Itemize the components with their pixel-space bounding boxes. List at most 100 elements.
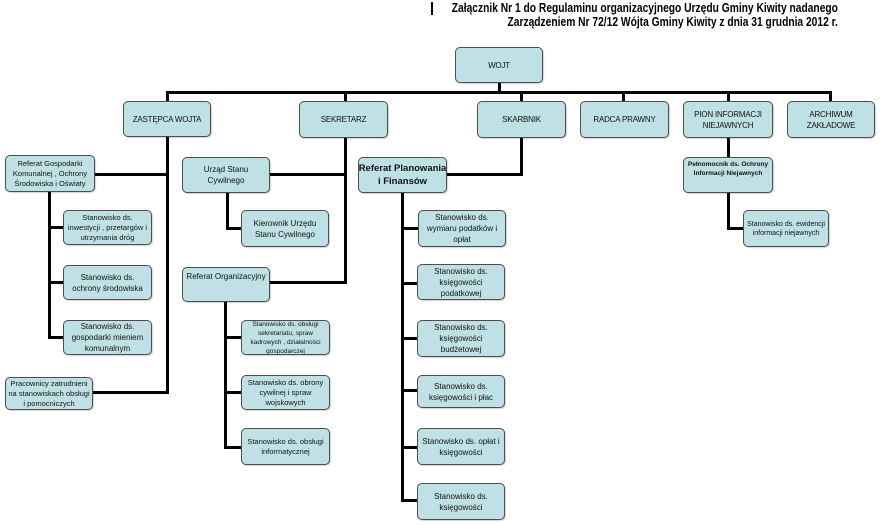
connector-line bbox=[727, 92, 730, 102]
node-label-line: SKARBNIK bbox=[502, 115, 541, 124]
connector-line bbox=[401, 282, 418, 285]
connector-line bbox=[829, 92, 832, 102]
node-label-line: Stanowisko ds. opłat i bbox=[422, 436, 500, 446]
node-label-line: Stanowisko ds. bbox=[80, 272, 135, 282]
node-label-line: Stanowisko ds. obrony bbox=[247, 377, 324, 387]
node-label-line: Referat Organizacyjny bbox=[186, 272, 266, 281]
node-label-line: i pomocniczych bbox=[23, 398, 75, 408]
node-label-line: Cywilnego bbox=[207, 176, 245, 185]
node-label-line: Stanowisko ds. bbox=[82, 212, 133, 222]
node-st-ochrony-srodowiska[interactable]: Stanowisko ds.ochrony środowiska bbox=[63, 265, 152, 300]
node-label-line: komunalnym bbox=[84, 344, 131, 353]
connector-line bbox=[622, 92, 625, 102]
node-label-line: budżetowej bbox=[440, 345, 482, 354]
connector-line bbox=[224, 446, 242, 449]
connector-line bbox=[401, 192, 404, 502]
node-label-line: informacji niejawnych bbox=[752, 229, 820, 237]
connector-line bbox=[401, 446, 418, 449]
node-label-line: PION INFORMACJI bbox=[694, 109, 762, 119]
node-label-line: Komunalnej , Ochrony bbox=[12, 168, 88, 178]
connector-line bbox=[94, 173, 168, 176]
connector-line bbox=[48, 191, 51, 339]
node-label-line: Stanowisko ds. bbox=[434, 381, 488, 391]
node-zastepca-wojta[interactable]: ZASTĘPCA WOJTA bbox=[123, 101, 211, 137]
node-skarbnik[interactable]: SKARBNIK bbox=[477, 101, 566, 138]
connector-line bbox=[446, 173, 523, 176]
node-label-line: ARCHIWUM bbox=[809, 109, 853, 119]
node-label-line: Urząd Stanu bbox=[203, 165, 249, 174]
node-label-line: gospodarczej bbox=[266, 347, 305, 355]
connector-line bbox=[48, 281, 64, 284]
connector-line bbox=[166, 92, 169, 102]
node-label-line: wymiaru podatków i bbox=[426, 224, 498, 233]
node-label-line: kadrowych , działalności bbox=[250, 338, 321, 346]
node-referat-planowania[interactable]: Referat Planowania i Finansów bbox=[358, 157, 447, 193]
text-cursor bbox=[431, 2, 433, 15]
node-label-line: Stanu Cywilnego bbox=[254, 229, 316, 239]
node-referat-organizacyjny[interactable]: Referat Organizacyjny bbox=[182, 267, 270, 302]
connector-line bbox=[727, 137, 730, 158]
node-label-line: Stanowisko ds. bbox=[434, 323, 488, 332]
connector-line bbox=[727, 192, 730, 230]
node-st-ksiegowosci[interactable]: Stanowisko ds.księgowości bbox=[417, 483, 505, 520]
node-label-line: księgowości bbox=[439, 334, 483, 343]
connector-line bbox=[401, 227, 419, 230]
document-title-line-1: Załącznik Nr 1 do Regulaminu organizacyj… bbox=[451, 1, 838, 15]
node-label-line: Referat Planowania bbox=[358, 163, 447, 174]
connector-line bbox=[401, 499, 418, 502]
connector-line bbox=[166, 136, 169, 394]
node-label-line: Informacji Niejawnych bbox=[693, 170, 763, 177]
connector-line bbox=[401, 389, 418, 392]
connector-line bbox=[226, 192, 229, 230]
node-label-line: RADCA PRAWNY bbox=[593, 115, 656, 124]
node-st-ksieg-plac[interactable]: Stanowisko ds.księgowości i płac bbox=[417, 375, 505, 408]
connector-line bbox=[48, 336, 64, 339]
connector-line bbox=[224, 336, 242, 339]
node-radca-prawny[interactable]: RADCA PRAWNY bbox=[580, 101, 669, 138]
node-label-line: utrzymania dróg bbox=[80, 232, 135, 242]
node-label-line: sekretariatu, spraw bbox=[258, 329, 313, 337]
connector-line bbox=[520, 92, 523, 102]
node-label-line: Referat Gospodarki bbox=[17, 158, 83, 168]
connector-line bbox=[269, 281, 347, 284]
node-label-line: i Finansów bbox=[377, 176, 428, 187]
connector-line bbox=[344, 92, 347, 102]
node-sekretarz[interactable]: SEKRETARZ bbox=[299, 101, 388, 138]
connector-line bbox=[401, 337, 418, 340]
node-label-line: księgowości i płac bbox=[428, 392, 494, 402]
node-label-line: Stanowisko ds. obsługi bbox=[252, 320, 319, 328]
connector-line bbox=[92, 391, 169, 394]
node-label-line: Stanowisko ds. obsługi bbox=[247, 436, 324, 446]
node-label-line: opłat bbox=[453, 235, 471, 244]
node-label-line: informatycznej bbox=[261, 446, 310, 456]
connector-line bbox=[498, 83, 501, 92]
node-wojt[interactable]: WOJT bbox=[455, 47, 543, 83]
node-label-line: księgowości bbox=[439, 277, 483, 287]
node-label-line: ZAKŁADOWE bbox=[806, 120, 856, 130]
node-st-ksieg-budzetowej[interactable]: Stanowisko ds. księgowości budżetowej bbox=[417, 320, 505, 357]
connector-line bbox=[727, 227, 744, 230]
node-label-line: Środowiska i Oświaty bbox=[14, 178, 86, 188]
connector-line bbox=[48, 226, 64, 229]
node-label-line: ochrony środowiska bbox=[72, 283, 143, 293]
node-label-line: Kierownik Urzędu bbox=[253, 218, 317, 228]
node-label-line: Stanowisko ds. bbox=[80, 322, 135, 331]
connector-line bbox=[269, 173, 347, 176]
node-label-line: Stanowisko ds. ewidencji bbox=[747, 220, 825, 228]
